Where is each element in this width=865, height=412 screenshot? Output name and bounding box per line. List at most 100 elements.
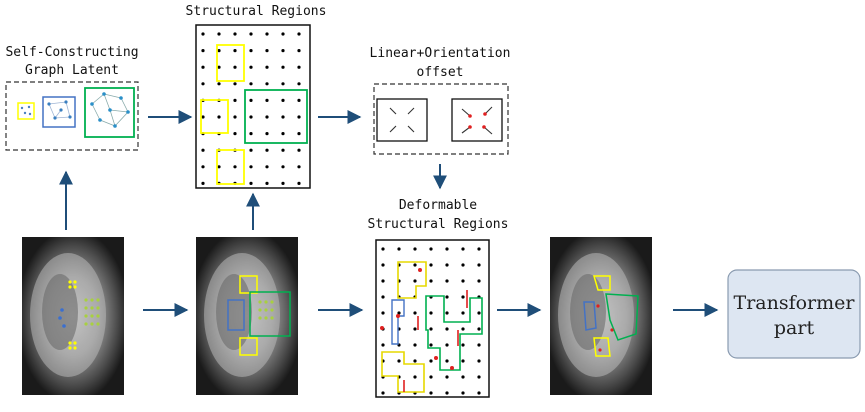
grid-dot [265,115,269,119]
grid-dot [265,148,269,152]
grid-dot [217,65,221,69]
grid-dot [413,279,417,283]
grid-dot [297,98,301,102]
grid-dot [461,359,465,363]
grid-dot [233,65,237,69]
grid-dot [381,311,385,315]
brain-image-regions [196,237,298,395]
grid-dot [217,82,221,86]
transformer-box: Transformer part [727,269,861,359]
grid-dot [477,263,481,267]
grid-dot [297,115,301,119]
grid-dot [201,49,205,53]
grid-dot [461,375,465,379]
grid-dot [445,311,449,315]
grid-dot [477,343,481,347]
grid-dot [249,148,253,152]
grid-dot [381,247,385,251]
grid-dot [265,32,269,36]
grid-dot [217,49,221,53]
deformable-regions-grid [375,239,490,398]
grid-dot [281,65,285,69]
grid-dot [429,359,433,363]
offset-title-line2: offset [417,65,464,80]
grid-dot [265,165,269,169]
grid-dot [477,359,481,363]
grid-dot [201,82,205,86]
grid-dot [445,359,449,363]
brain-image-input [22,237,124,395]
grid-dot [217,32,221,36]
structural-regions-grid [195,24,311,189]
grid-dot [461,295,465,299]
grid-dot [201,165,205,169]
grid-dot [249,115,253,119]
graph-latent-title-line1: Self-Constructing [5,45,138,60]
grid-dot [461,343,465,347]
grid-dot [297,181,301,185]
grid-dot [249,65,253,69]
grid-dot [217,115,221,119]
grid-dot [265,65,269,69]
grid-dot [429,279,433,283]
grid-dot [397,311,401,315]
grid-dot [265,49,269,53]
grid-dot [477,391,481,395]
grid-dot [281,32,285,36]
grid-dot [233,132,237,136]
grid-dot [201,148,205,152]
grid-dot [249,82,253,86]
brain-image-deformed [550,237,652,395]
grid-dot [413,311,417,315]
grid-dot [429,391,433,395]
grid-dot [201,32,205,36]
grid-dot [201,115,205,119]
transformer-label-line2: part [774,317,815,339]
grid-dot [397,247,401,251]
graph-latent-panel [5,81,139,151]
grid-dot [477,327,481,331]
grid-dot [281,115,285,119]
grid-dot [265,132,269,136]
grid-dot [429,247,433,251]
grid-dot [429,375,433,379]
grid-dot [249,98,253,102]
grid-dot [233,165,237,169]
offset-title-line1: Linear+Orientation [370,46,511,61]
grid-dot [297,32,301,36]
grid-dot [217,165,221,169]
grid-dot [445,375,449,379]
grid-dot [461,247,465,251]
grid-dot [281,49,285,53]
grid-dot [461,391,465,395]
grid-dot [201,65,205,69]
grid-dot [445,247,449,251]
grid-dot [429,343,433,347]
grid-dot [297,82,301,86]
grid-dot [429,263,433,267]
grid-dot [413,359,417,363]
grid-dot [461,279,465,283]
grid-dot [381,343,385,347]
grid-dot [281,98,285,102]
grid-dot [445,279,449,283]
grid-dot [461,311,465,315]
grid-dot [249,132,253,136]
grid-dot [249,49,253,53]
grid-dot [233,98,237,102]
grid-dot [297,148,301,152]
grid-dot [233,49,237,53]
structural-regions-title: Structural Regions [186,4,327,19]
grid-dot [281,148,285,152]
grid-dot [429,327,433,331]
grid-dot [201,181,205,185]
grid-dot [381,295,385,299]
grid-dot [461,327,465,331]
grid-dot [445,327,449,331]
grid-dot [461,263,465,267]
grid-dot [281,132,285,136]
grid-dot [233,82,237,86]
grid-dot [445,391,449,395]
grid-dot [477,375,481,379]
